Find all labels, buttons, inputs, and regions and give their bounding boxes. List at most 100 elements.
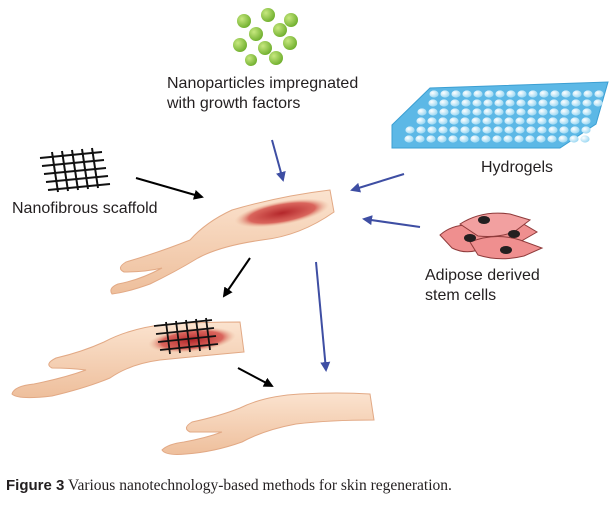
hydrogel-bead	[429, 90, 439, 98]
nanoparticles-label-line1: Nanoparticles impregnated	[167, 75, 359, 92]
hydrogel-bead	[415, 135, 425, 143]
hydrogel-bead	[527, 99, 537, 107]
hydrogel-bead	[582, 108, 592, 116]
hydrogel-bead	[503, 135, 513, 143]
hydrogel-bead	[560, 108, 570, 116]
hydrogel-bead	[538, 99, 548, 107]
hydrogel-bead	[515, 117, 525, 125]
hydrogel-bead	[437, 135, 447, 143]
hydrogel-bead	[504, 126, 514, 134]
hydrogel-bead	[492, 135, 502, 143]
hydrogel-bead	[570, 126, 580, 134]
hydrogel-bead	[525, 135, 535, 143]
hydrogel-bead	[537, 117, 547, 125]
hydrogel-bead	[427, 117, 437, 125]
adipose-label-line1: Adipose derived	[425, 267, 540, 284]
hydrogel-bead	[515, 126, 525, 134]
adipose-label-line2: stem cells	[425, 287, 497, 304]
hydrogel-bead	[448, 135, 458, 143]
hydrogel-bead	[461, 108, 471, 116]
hydrogels-label: Hydrogels	[481, 159, 554, 176]
hydrogel-bead	[538, 108, 548, 116]
hydrogel-bead	[449, 126, 459, 134]
hydrogel-bead	[526, 117, 536, 125]
arm-icon	[11, 317, 245, 399]
hydrogel-bead	[581, 117, 591, 125]
hydrogel-bead	[428, 108, 438, 116]
hydrogel-bead	[460, 117, 470, 125]
hydrogel-bead	[459, 135, 469, 143]
hydrogel-bead	[549, 108, 559, 116]
hydrogel-bead	[550, 90, 560, 98]
hydrogel-bead	[504, 117, 514, 125]
hydrogel-bead	[505, 99, 515, 107]
hydrogel-bead	[484, 90, 494, 98]
hydrogel-bead	[473, 90, 483, 98]
hydrogel-bead	[506, 90, 516, 98]
hydrogel-bead	[528, 90, 538, 98]
scaffold-label: Nanofibrous scaffold	[12, 200, 158, 217]
hydrogel-bead	[451, 90, 461, 98]
scaffold-mesh-icon	[39, 147, 111, 193]
hydrogel-bead	[483, 99, 493, 107]
hydrogel-bead	[581, 126, 591, 134]
stem-cells-icon	[439, 212, 544, 260]
hydrogel-bead	[571, 108, 581, 116]
hydrogel-bead	[449, 117, 459, 125]
arrow-arm-to-healed-arm	[315, 261, 331, 372]
hydrogel-bead	[580, 135, 590, 143]
hydrogel-bead	[405, 126, 415, 134]
hydrogel-bead	[526, 126, 536, 134]
hydrogel-bead	[560, 99, 570, 107]
hydrogel-bead	[514, 135, 524, 143]
hydrogel-bead	[494, 108, 504, 116]
arrow-stemcells-to-arm	[362, 215, 421, 228]
hydrogel-bead	[416, 126, 426, 134]
hydrogel-bead	[593, 99, 603, 107]
hydrogel-bead	[438, 117, 448, 125]
hydrogel-bead	[582, 99, 592, 107]
hydrogel-bead	[539, 90, 549, 98]
hydrogel-bead	[481, 135, 491, 143]
hydrogel-bead	[594, 90, 604, 98]
hydrogel-bead	[569, 135, 579, 143]
hydrogel-bead	[559, 126, 569, 134]
hydrogel-icon	[391, 81, 609, 149]
hydrogel-bead	[537, 126, 547, 134]
hydrogel-bead	[404, 135, 414, 143]
hydrogel-bead	[427, 126, 437, 134]
hydrogel-bead	[417, 108, 427, 116]
hydrogel-bead	[494, 99, 504, 107]
figure-caption: Figure 3 Various nanotechnology-based me…	[6, 477, 452, 495]
hydrogel-bead	[495, 90, 505, 98]
hydrogel-bead	[583, 90, 593, 98]
hydrogel-bead	[517, 90, 527, 98]
caption-prefix: Figure 3	[6, 477, 65, 494]
hydrogel-bead	[439, 108, 449, 116]
arrow-scaffold-to-arm	[135, 177, 204, 200]
arrow-nanoparticles-to-arm	[271, 139, 286, 182]
hydrogel-bead	[572, 90, 582, 98]
hydrogel-bead	[561, 90, 571, 98]
hydrogel-bead	[472, 99, 482, 107]
hydrogel-bead	[461, 99, 471, 107]
arm-icon	[161, 392, 375, 455]
hydrogel-bead	[570, 117, 580, 125]
hydrogel-bead	[439, 99, 449, 107]
nanoparticles-icon	[233, 8, 298, 66]
caption-text: Various nanotechnology-based methods for…	[67, 477, 452, 494]
hydrogel-bead	[547, 135, 557, 143]
hydrogel-bead	[462, 90, 472, 98]
hydrogel-bead	[438, 126, 448, 134]
hydrogel-bead	[483, 108, 493, 116]
hydrogel-bead	[493, 117, 503, 125]
arrow-scaffold-arm-to-healed-arm	[237, 367, 274, 387]
hydrogel-bead	[471, 117, 481, 125]
hydrogel-bead	[571, 99, 581, 107]
hydrogel-bead	[549, 99, 559, 107]
hydrogel-bead	[558, 135, 568, 143]
hydrogel-bead	[548, 117, 558, 125]
hydrogel-bead	[428, 99, 438, 107]
hydrogel-bead	[426, 135, 436, 143]
